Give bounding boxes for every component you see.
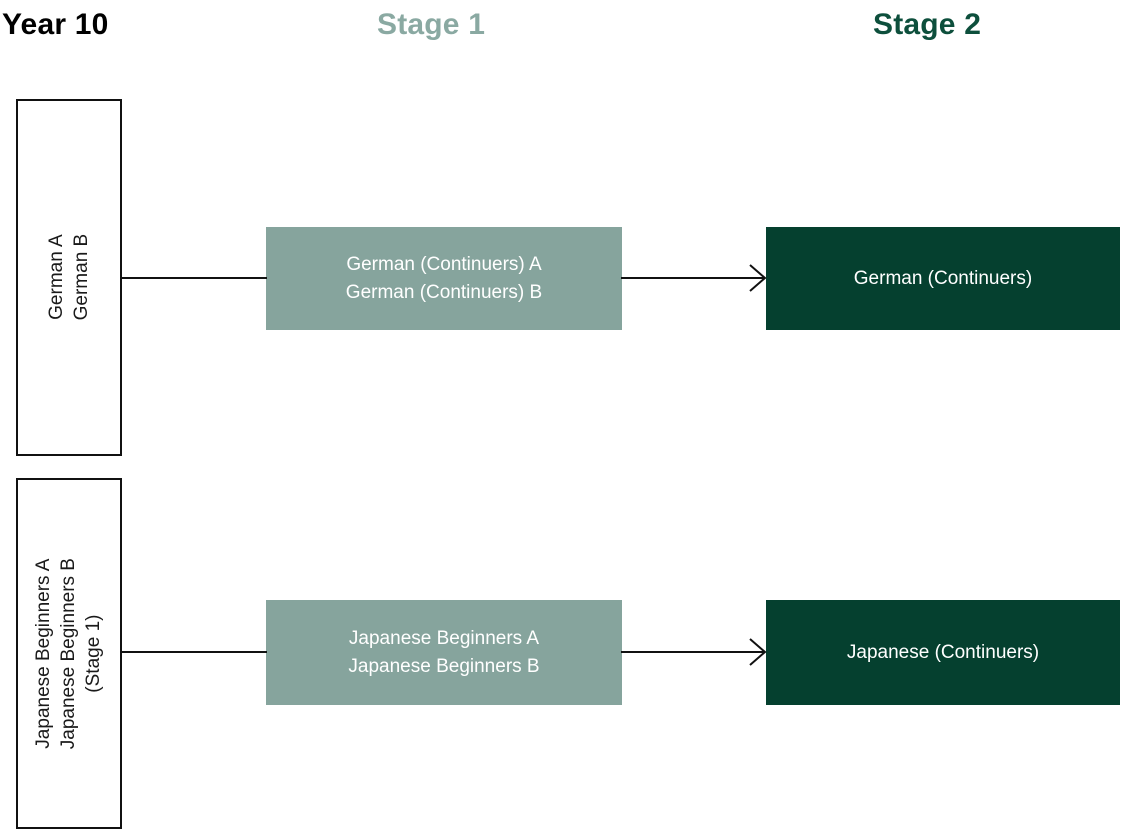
year10-japanese-line-1: Japanese Beginners A xyxy=(33,558,55,749)
stage1-japanese-line-2: Japanese Beginners B xyxy=(348,655,540,677)
stage2-box-japanese: Japanese (Continuers) xyxy=(766,600,1120,705)
year10-japanese-line-3: (Stage 1) xyxy=(83,614,105,693)
stage1-german-line-2: German (Continuers) B xyxy=(345,281,543,303)
column-heading-year-10: Year 10 xyxy=(2,8,109,41)
column-heading-stage-1: Stage 1 xyxy=(377,8,486,41)
stage1-box-japanese: Japanese Beginners A Japanese Beginners … xyxy=(266,600,622,705)
arrowhead-japanese-stage2 xyxy=(749,638,767,666)
year10-box-japanese: Japanese Beginners A Japanese Beginners … xyxy=(16,478,122,829)
year10-box-german: German A German B xyxy=(16,99,122,456)
stage2-box-german: German (Continuers) xyxy=(766,227,1120,330)
year10-japanese-line-2: Japanese Beginners B xyxy=(58,557,80,750)
year10-german-line-2: German B xyxy=(71,234,92,321)
column-heading-stage-2: Stage 2 xyxy=(873,8,982,41)
stage2-japanese-line-1: Japanese (Continuers) xyxy=(846,641,1040,663)
year10-german-label: German A German B xyxy=(44,234,94,321)
stage1-german-line-1: German (Continuers) A xyxy=(346,253,542,275)
stage2-german-line-1: German (Continuers) xyxy=(853,267,1033,289)
year10-japanese-label: Japanese Beginners A Japanese Beginners … xyxy=(31,558,106,749)
stage1-japanese-line-1: Japanese Beginners A xyxy=(348,627,540,649)
stage1-box-german: German (Continuers) A German (Continuers… xyxy=(266,227,622,330)
arrowhead-german-stage2 xyxy=(749,264,767,292)
year10-german-line-1: German A xyxy=(45,234,67,321)
